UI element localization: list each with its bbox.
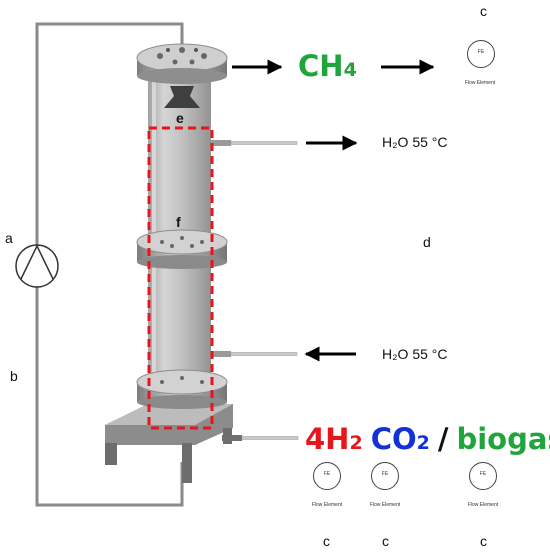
flow-element-outlet: FE	[467, 40, 495, 68]
slash-label: /	[437, 422, 449, 456]
bottom-flange	[136, 369, 228, 409]
biogas-label: biogas	[456, 422, 550, 456]
base-stand	[105, 404, 233, 483]
label-d: d	[423, 234, 431, 250]
pump-symbol	[15, 244, 59, 288]
flow-element-biogas-caption: Flow Element	[467, 502, 499, 508]
ch4-label: CH4	[298, 49, 357, 83]
top-lid	[136, 43, 228, 84]
flow-element-co2-caption: Flow Element	[369, 502, 401, 508]
water-inlet-label: H₂O 55 °C	[382, 346, 448, 362]
label-e: e	[176, 110, 184, 126]
co2-label: CO2	[370, 422, 430, 456]
water-port-lower	[211, 351, 298, 357]
water-outlet-label: H₂O 55 °C	[382, 134, 448, 150]
flow-element-outlet-caption: Flow Element	[464, 80, 496, 86]
middle-flange	[136, 229, 228, 269]
flow-element-h2-caption: Flow Element	[311, 502, 343, 508]
label-c-top: c	[480, 3, 487, 19]
label-c-bottom-1: c	[323, 533, 330, 549]
label-a: a	[5, 230, 13, 246]
label-c-bottom-2: c	[382, 533, 389, 549]
label-c-bottom-3: c	[480, 533, 487, 549]
flow-element-co2: FE	[371, 462, 399, 490]
gas-collector-cone	[164, 86, 200, 108]
label-b: b	[10, 368, 18, 384]
packed-bed-zone	[147, 126, 214, 430]
h2-label: 4H2	[305, 422, 363, 456]
water-port-upper	[211, 140, 298, 146]
label-f: f	[176, 214, 181, 230]
flow-element-biogas: FE	[469, 462, 497, 490]
flow-element-h2: FE	[313, 462, 341, 490]
gas-inlet-port	[222, 435, 299, 441]
